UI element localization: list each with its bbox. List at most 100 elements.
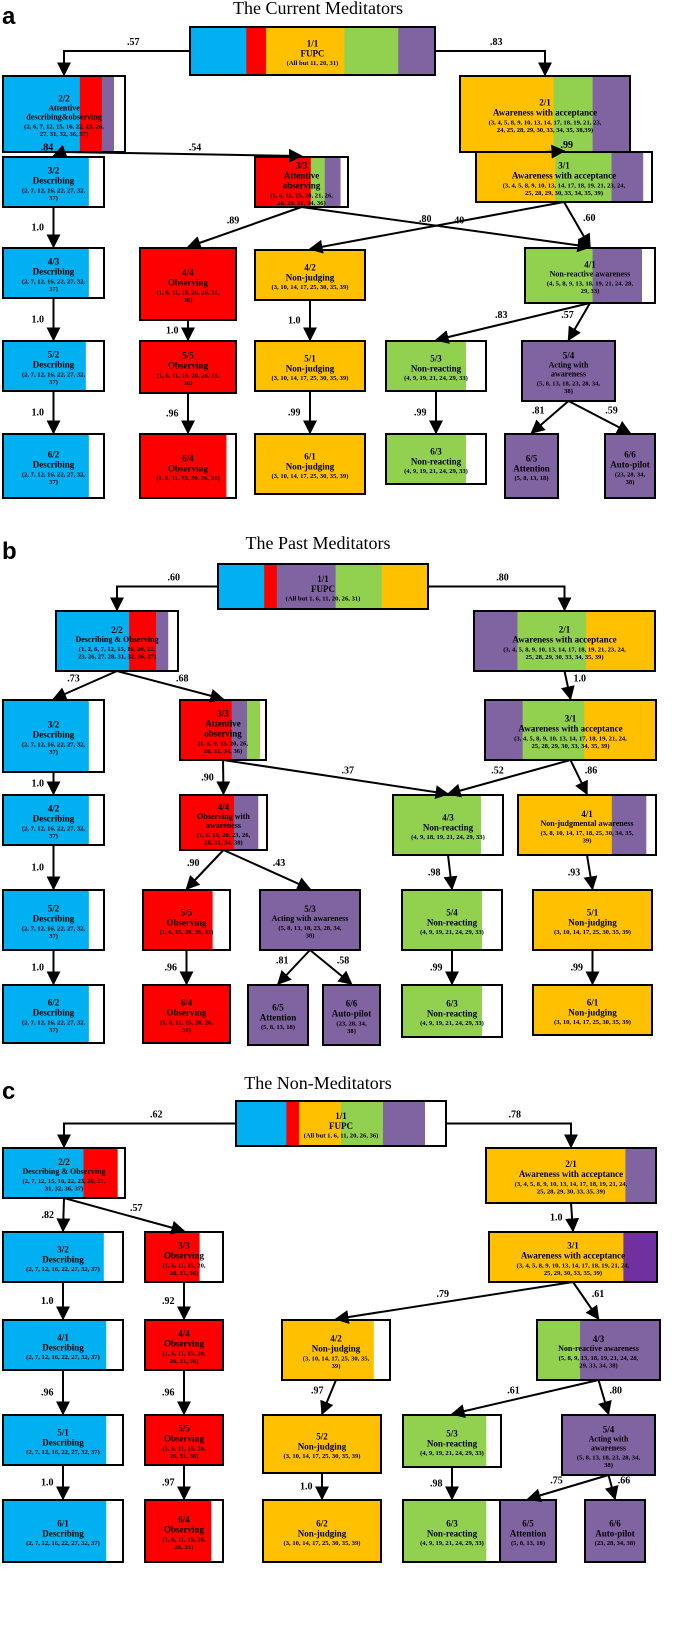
factor-label: Awareness with acceptance: [512, 635, 616, 645]
edge-weight-label: .83: [495, 310, 508, 321]
factor-code: 6/1: [57, 1519, 69, 1529]
edge-connector: [526, 1474, 609, 1503]
edge-n22-n33: .57: [63, 1197, 186, 1235]
factor-items: (2, 7, 12, 16, 22, 27, 32,37): [22, 187, 86, 202]
factor-label: Non-judging: [286, 273, 335, 283]
edge-n52-n62: 1.0: [300, 1473, 329, 1501]
factor-label: Attention: [513, 464, 550, 474]
factor-composition-segment: [129, 611, 157, 671]
edge-connector: [222, 759, 450, 800]
factor-code: 6/1: [304, 452, 316, 462]
factor-items: (3, 10, 14, 17, 25, 30, 35, 39): [284, 1540, 361, 1547]
edge-weight-label: .81: [276, 956, 289, 967]
edge-weight-label: 1.0: [41, 1296, 54, 1307]
factor-label: Non-reacting: [427, 1439, 478, 1449]
edge-connector: [57, 50, 190, 77]
factor-composition-segment: [482, 985, 503, 1037]
factor-composition-segment: [145, 1415, 224, 1465]
factor-composition-segment: [3, 795, 90, 845]
factor-code: 3/3: [296, 161, 308, 171]
edge-connector: [277, 949, 311, 986]
factor-composition-segment: [263, 1415, 382, 1473]
edge-weight-label: .73: [67, 674, 80, 685]
factor-code: 5/3: [446, 1429, 458, 1439]
factor-composition-segment: [88, 985, 105, 1043]
edge-weight-label: 1.0: [32, 779, 45, 790]
edge-n55-n64: .96: [165, 950, 194, 986]
edge-n53-n63: .99: [414, 391, 443, 435]
edge-n31-n42: .80: [308, 201, 565, 254]
factor-label: Describing: [33, 360, 75, 370]
factor-composition-segment: [3, 1148, 84, 1198]
factor-code: 5/2: [48, 350, 60, 360]
factor-composition-segment: [88, 248, 105, 298]
factor-composition-segment: [335, 564, 383, 609]
edge-weight-label: .99: [430, 963, 443, 974]
edge-weight-label: .68: [176, 674, 189, 685]
edge-n31-n41: .86: [569, 759, 597, 796]
edge-n55-n64: .97: [162, 1465, 191, 1501]
factor-label: Acting with awareness: [272, 914, 349, 923]
factor-composition-segment: [592, 76, 631, 152]
factor-composition-segment: [199, 1232, 224, 1282]
factor-code: 6/2: [316, 1519, 328, 1529]
factor-composition-segment: [3, 76, 81, 152]
factor-items: (4, 9, 19, 21, 24, 29, 33): [420, 929, 484, 936]
factor-composition-segment: [555, 152, 612, 202]
factor-composition-segment: [265, 27, 345, 75]
factor-code: 3/3: [217, 709, 229, 719]
edge-weight-label: 1.0: [32, 863, 45, 874]
factor-composition-segment: [255, 250, 366, 300]
edge-connector: [57, 1122, 236, 1149]
factor-items: (3, 10, 14, 17, 25, 30, 35, 39): [284, 1453, 361, 1460]
edge-weight-label: .57: [561, 310, 574, 321]
factor-composition-segment: [263, 1500, 382, 1562]
factor-label: Observing: [166, 1008, 207, 1018]
factor-label: Observing: [164, 1434, 205, 1444]
edge-connector: [563, 201, 591, 249]
factor-code: 2/1: [565, 1159, 577, 1169]
factor-label: Observing: [168, 278, 209, 288]
edge-n51-n61: .99: [288, 391, 317, 435]
edge-n44-n53: .43: [223, 849, 312, 891]
factor-composition-segment: [286, 1101, 300, 1146]
factor-label: Non-reacting: [427, 918, 478, 928]
edge-connector: [567, 302, 591, 342]
factor-code: 2/2: [111, 625, 123, 635]
factor-items: (1, 6, 11, 15, 20, 21, 26,28, 29, 31, 34…: [270, 192, 333, 207]
factor-code: 6/4: [181, 998, 193, 1008]
factor-label: Auto-pilot: [610, 460, 650, 470]
factor-code: 6/5: [272, 1003, 284, 1013]
factor-code: 5/2: [316, 1432, 328, 1442]
factor-items: (1, 6, 11, 15, 20, 26,31): [160, 1019, 213, 1034]
factor-composition-segment: [255, 341, 366, 391]
factor-label: Describing: [33, 176, 75, 186]
edge-weight-label: 1.0: [32, 315, 45, 326]
factor-composition-segment: [605, 434, 656, 498]
factor-items: (1, 6, 11, 15, 20,26, 31): [162, 1536, 205, 1551]
factor-composition-segment: [611, 795, 647, 855]
factor-items: (5, 8, 13, 18): [514, 475, 548, 482]
factor-composition-segment: [466, 434, 487, 484]
factor-composition-segment: [88, 890, 105, 950]
factor-composition-segment: [486, 1500, 502, 1562]
factor-composition-segment: [3, 890, 90, 950]
edge-weight-label: .59: [605, 406, 618, 417]
factor-label: Attention: [510, 1529, 547, 1539]
factor-composition-segment: [324, 157, 341, 207]
